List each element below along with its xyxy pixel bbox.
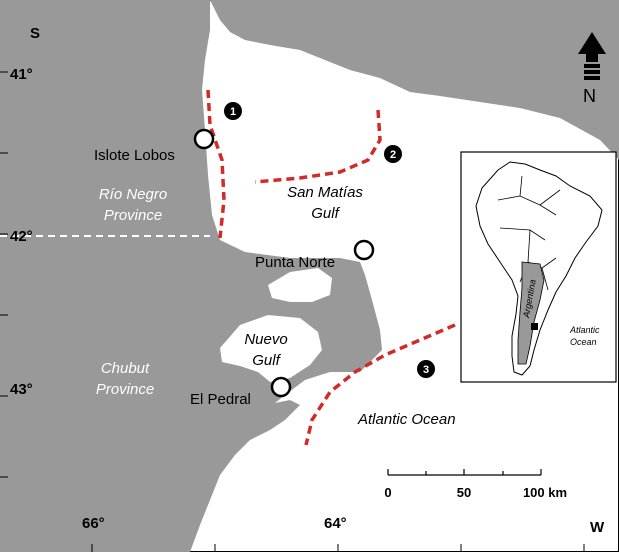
label-nuevo-2: Gulf bbox=[252, 352, 281, 369]
label-atlantic-ocean: Atlantic Ocean bbox=[357, 411, 456, 428]
hemisphere-lat-label: S bbox=[30, 25, 40, 42]
boundary-3 bbox=[304, 323, 456, 446]
label-nuevo-1: Nuevo bbox=[244, 331, 287, 348]
scale-label-0: 0 bbox=[384, 485, 391, 500]
label-el-pedral: El Pedral bbox=[190, 391, 251, 408]
hemisphere-lon-label: W bbox=[590, 519, 605, 536]
marker-2-label: 2 bbox=[390, 149, 396, 161]
label-rio-negro-2: Province bbox=[104, 207, 162, 224]
north-arrow-icon bbox=[578, 32, 606, 80]
islote-lobos-marker bbox=[193, 128, 215, 150]
scale-label-100: 100 km bbox=[523, 485, 567, 500]
lat-label-41: 41° bbox=[10, 66, 33, 83]
boundary-2 bbox=[254, 109, 382, 184]
label-chubut-1: Chubut bbox=[101, 360, 150, 377]
label-punta-norte: Punta Norte bbox=[255, 254, 335, 271]
land-northeast bbox=[210, 0, 619, 160]
land-west bbox=[0, 0, 382, 552]
lon-label-64: 64° bbox=[324, 515, 347, 532]
lat-label-42: 42° bbox=[10, 228, 33, 245]
numbered-markers: 1 2 3 bbox=[224, 102, 435, 378]
scale-bar bbox=[387, 469, 542, 476]
bay-golfo-san-jose bbox=[268, 268, 332, 302]
label-rio-negro-1: Río Negro bbox=[99, 186, 167, 203]
zone-boundaries bbox=[206, 89, 456, 446]
north-label: N bbox=[583, 86, 596, 106]
lat-label-43: 43° bbox=[10, 381, 33, 398]
lon-label-66: 66° bbox=[82, 515, 105, 532]
grid-ticks bbox=[0, 71, 585, 552]
inset-label-ocean-1: Atlantic bbox=[569, 325, 600, 335]
boundary-1 bbox=[206, 89, 226, 239]
label-islote-lobos: Islote Lobos bbox=[94, 147, 175, 164]
inset-map: Argentina Atlantic Ocean bbox=[460, 151, 617, 383]
label-chubut-2: Province bbox=[96, 381, 154, 398]
inset-label-ocean-2: Ocean bbox=[570, 337, 597, 347]
punta-norte-marker bbox=[353, 239, 375, 261]
el-pedral-marker bbox=[270, 376, 292, 398]
label-san-matias-1: San Matías bbox=[287, 184, 363, 201]
marker-1-label: 1 bbox=[230, 106, 236, 118]
marker-3-label: 3 bbox=[423, 364, 429, 376]
nuevo-gulf-water bbox=[220, 315, 322, 382]
label-san-matias-2: Gulf bbox=[311, 205, 340, 222]
scale-label-50: 50 bbox=[457, 485, 471, 500]
